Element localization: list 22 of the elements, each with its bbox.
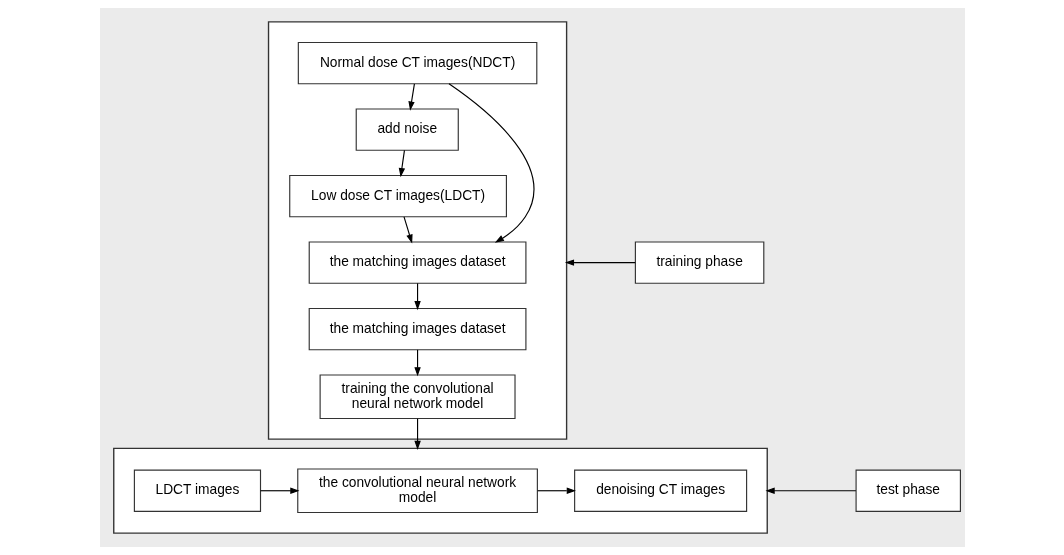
node-box: training phase <box>634 241 764 284</box>
node-box: add noise <box>355 108 459 151</box>
node-box: Normal dose CT images(NDCT) <box>297 41 537 85</box>
cluster <box>112 447 768 534</box>
arrow <box>398 149 405 178</box>
arrow <box>413 418 421 451</box>
node-box: denoising CT images <box>573 469 747 512</box>
node-box: the convolutional neural network model <box>296 468 538 514</box>
node-box: the matching images dataset <box>308 307 526 351</box>
node-box: Low dose CT images(LDCT) <box>288 174 507 218</box>
node-box: LDCT images <box>133 469 261 512</box>
arrow <box>413 282 421 311</box>
arrow <box>407 83 415 111</box>
arrow <box>259 487 299 494</box>
arrow <box>402 216 413 244</box>
arrow <box>536 487 576 494</box>
arrow <box>765 487 856 494</box>
arrow <box>447 83 534 243</box>
node-box: test phase <box>855 469 961 512</box>
node-box: the matching images dataset <box>308 241 526 284</box>
arrow <box>564 259 636 266</box>
node-box: training the convolutional neural network model <box>319 374 516 420</box>
